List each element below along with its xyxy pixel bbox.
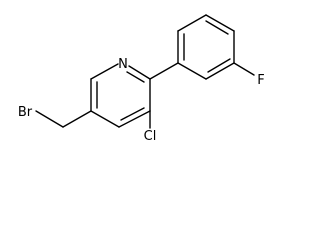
bond-c2-n: [128, 65, 151, 80]
bond-n-c6: [90, 63, 119, 80]
atom-label-fluorine: F: [257, 73, 264, 88]
bond-c2-phenyl: [149, 62, 179, 80]
molecule-drawing: N F Cl Br: [18, 14, 265, 144]
bond-ch2-br: [35, 110, 64, 128]
bond-c-f: [233, 62, 255, 76]
atom-label-nitrogen: N: [118, 57, 128, 72]
bond-c4-c3-inner: [120, 107, 145, 121]
atom-label-bromine: Br: [18, 105, 33, 120]
bond-ring-ch2: [62, 110, 92, 128]
bond-ph2-ph3: [205, 62, 235, 80]
structure-diagram: N F Cl Br: [18, 14, 265, 144]
bond-ph4-ph5: [205, 14, 235, 32]
bond-ph5-ph6: [177, 14, 207, 32]
bond-c4-c3: [118, 110, 151, 128]
bond-ph2-ph3-inner: [207, 58, 231, 73]
bond-c5-c4: [90, 110, 120, 128]
atom-label-chlorine: Cl: [144, 129, 157, 144]
bond-ph4-ph5-inner: [205, 20, 229, 35]
bond-ph1-ph2: [177, 62, 207, 80]
bond-c2-n-inner: [126, 71, 145, 83]
